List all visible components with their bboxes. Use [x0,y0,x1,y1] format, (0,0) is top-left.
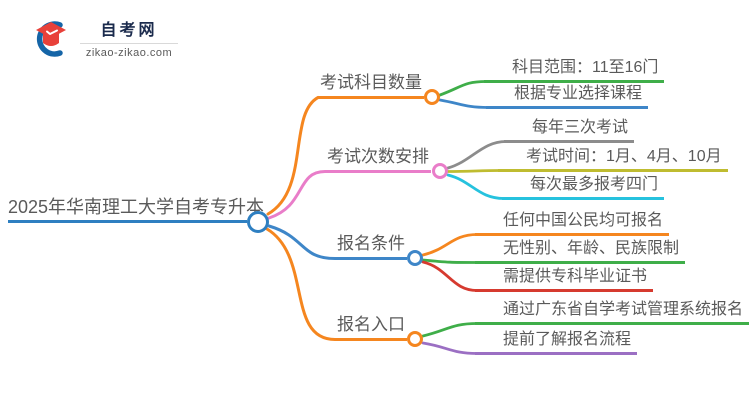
connector-b2-c2 [446,169,502,173]
root-topic-label: 2025年华南理工大学自考专升本 [8,194,264,223]
connector-b3-c1 [421,233,479,257]
child-label-max-four-subjects: 每次最多报考四门 [502,172,665,200]
child-label-exam-months: 考试时间：1月、4月、10月 [498,144,728,172]
connector-b1-c1 [438,80,488,97]
branch3-node-circle [407,250,423,266]
connector-b2-c1 [446,140,508,170]
connector-root-branch3 [267,224,337,260]
branch-label-exam-subject-count: 考试科目数量 [318,70,424,99]
connector-b1-c2 [438,98,490,109]
connector-root-branch2 [267,170,327,220]
logo-site-url: zikao-zikao.com [85,47,173,59]
child-label-any-citizen: 任何中国公民均可报名 [475,208,670,236]
graduation-cap-icon [30,16,72,65]
connector-b4-c2 [421,341,479,355]
connector-b3-c3 [421,260,479,292]
child-label-register-via-system: 通过广东省自学考试管理系统报名 [475,297,750,325]
child-label-know-process-early: 提前了解报名流程 [475,327,638,355]
logo-divider [80,43,178,44]
branch2-node-circle [432,163,448,179]
connector-b4-c1 [421,322,479,338]
root-node-circle [247,211,269,233]
connector-root-branch1 [266,96,320,216]
branch4-node-circle [407,331,423,347]
connector-b2-c3 [446,173,506,200]
branch1-node-circle [424,89,440,105]
child-label-three-exams-per-year: 每年三次考试 [504,115,635,143]
child-label-course-by-major: 根据专业选择课程 [486,81,649,109]
site-logo: 自考网 zikao-zikao.com [30,16,178,65]
child-label-no-restrictions: 无性别、年龄、民族限制 [475,236,686,264]
child-label-subject-range: 科目范围：11至16门 [484,55,665,83]
branch-label-registration-conditions: 报名条件 [335,231,407,260]
connector-root-branch4 [265,227,337,341]
child-label-diploma-required: 需提供专科毕业证书 [475,264,654,292]
connector-b3-c2 [421,258,479,264]
branch-label-registration-entrance: 报名入口 [335,312,407,341]
logo-site-name: 自考网 [100,22,158,39]
branch-label-exam-schedule: 考试次数安排 [325,144,431,173]
